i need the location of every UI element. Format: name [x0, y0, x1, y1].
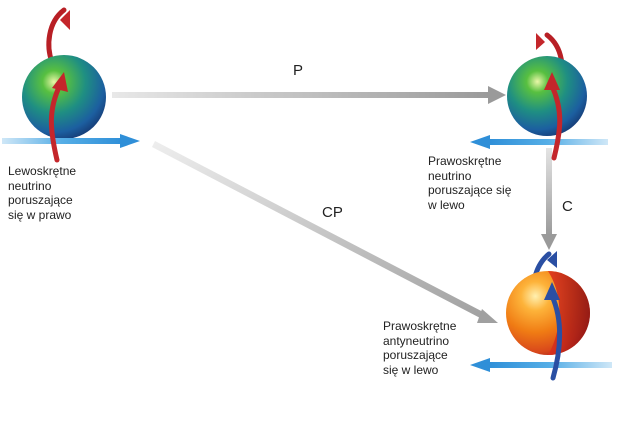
right-handed-neutrino: [470, 32, 608, 161]
spin-arrow-front: [549, 293, 563, 381]
left-handed-neutrino: [2, 7, 140, 163]
spin-arrow-back: [46, 7, 67, 65]
motion-arrow-left: [488, 362, 612, 368]
caption-line: się w prawo: [8, 207, 72, 222]
neutrino-sphere: [22, 55, 106, 139]
cp-transform-arrow: [152, 141, 498, 323]
c-label: C: [562, 198, 573, 215]
caption-line: w lewo: [428, 197, 465, 212]
left-neutrino-caption: Lewoskrętne neutrino poruszające się w p…: [8, 164, 76, 222]
neutrino-sphere: [507, 56, 587, 136]
antineutrino-caption: Prawoskrętne antyneutrino poruszające si…: [383, 319, 456, 377]
motion-arrow-right: [2, 138, 122, 144]
p-label: P: [293, 62, 304, 79]
caption-line: neutrino: [8, 178, 52, 193]
spin-arrow-front: [549, 83, 563, 161]
spin-arrow-front: [48, 82, 63, 163]
caption-line: poruszające: [383, 348, 448, 362]
caption-line: Lewoskrętne: [8, 164, 77, 178]
right-neutrino-caption: Prawoskrętne neutrino poruszające się w …: [428, 154, 511, 212]
p-transform-arrow: [112, 86, 506, 104]
cp-label: CP: [322, 204, 343, 221]
caption-line: poruszające się: [428, 183, 512, 197]
caption-line: Prawoskrętne: [428, 154, 502, 168]
right-handed-antineutrino: [470, 251, 612, 381]
motion-arrow-left: [488, 139, 608, 145]
caption-line: poruszające: [8, 193, 73, 207]
caption-line: antyneutrino: [383, 333, 450, 348]
caption-line: neutrino: [428, 168, 472, 183]
caption-line: się w lewo: [383, 362, 439, 377]
caption-line: Prawoskrętne: [383, 319, 457, 333]
c-transform-arrow: [541, 148, 557, 250]
